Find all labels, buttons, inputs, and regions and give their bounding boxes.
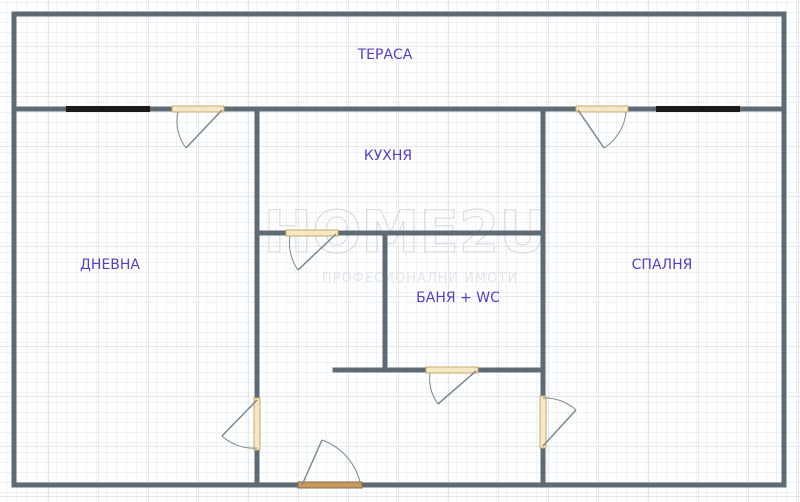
door-kitchen xyxy=(285,229,339,271)
walls xyxy=(11,11,787,488)
room-label-bathroom: БАНЯ + WC xyxy=(416,290,500,306)
window-bedroom xyxy=(656,106,740,112)
room-label-bedroom: СПАЛНЯ xyxy=(632,257,693,273)
window-living xyxy=(66,106,150,112)
door-bedroom-terrace xyxy=(575,105,629,149)
windows xyxy=(66,106,740,112)
door-living-terrace xyxy=(171,105,225,149)
door-living-hall xyxy=(221,397,261,451)
doors xyxy=(171,105,629,489)
outer-wall-terrace xyxy=(11,11,787,112)
door-bedroom-hall xyxy=(539,395,577,449)
room-label-terrace: ТЕРАСА xyxy=(357,47,413,63)
door-entrance xyxy=(297,439,363,489)
outer-wall-apartment xyxy=(11,106,787,488)
watermark-tagline: ПРОФЕСИОНАЛНИ ИМОТИ xyxy=(322,271,518,286)
room-label-living: ДНЕВНА xyxy=(80,257,140,273)
room-label-kitchen: КУХНЯ xyxy=(364,148,412,164)
door-bathroom xyxy=(425,366,479,405)
